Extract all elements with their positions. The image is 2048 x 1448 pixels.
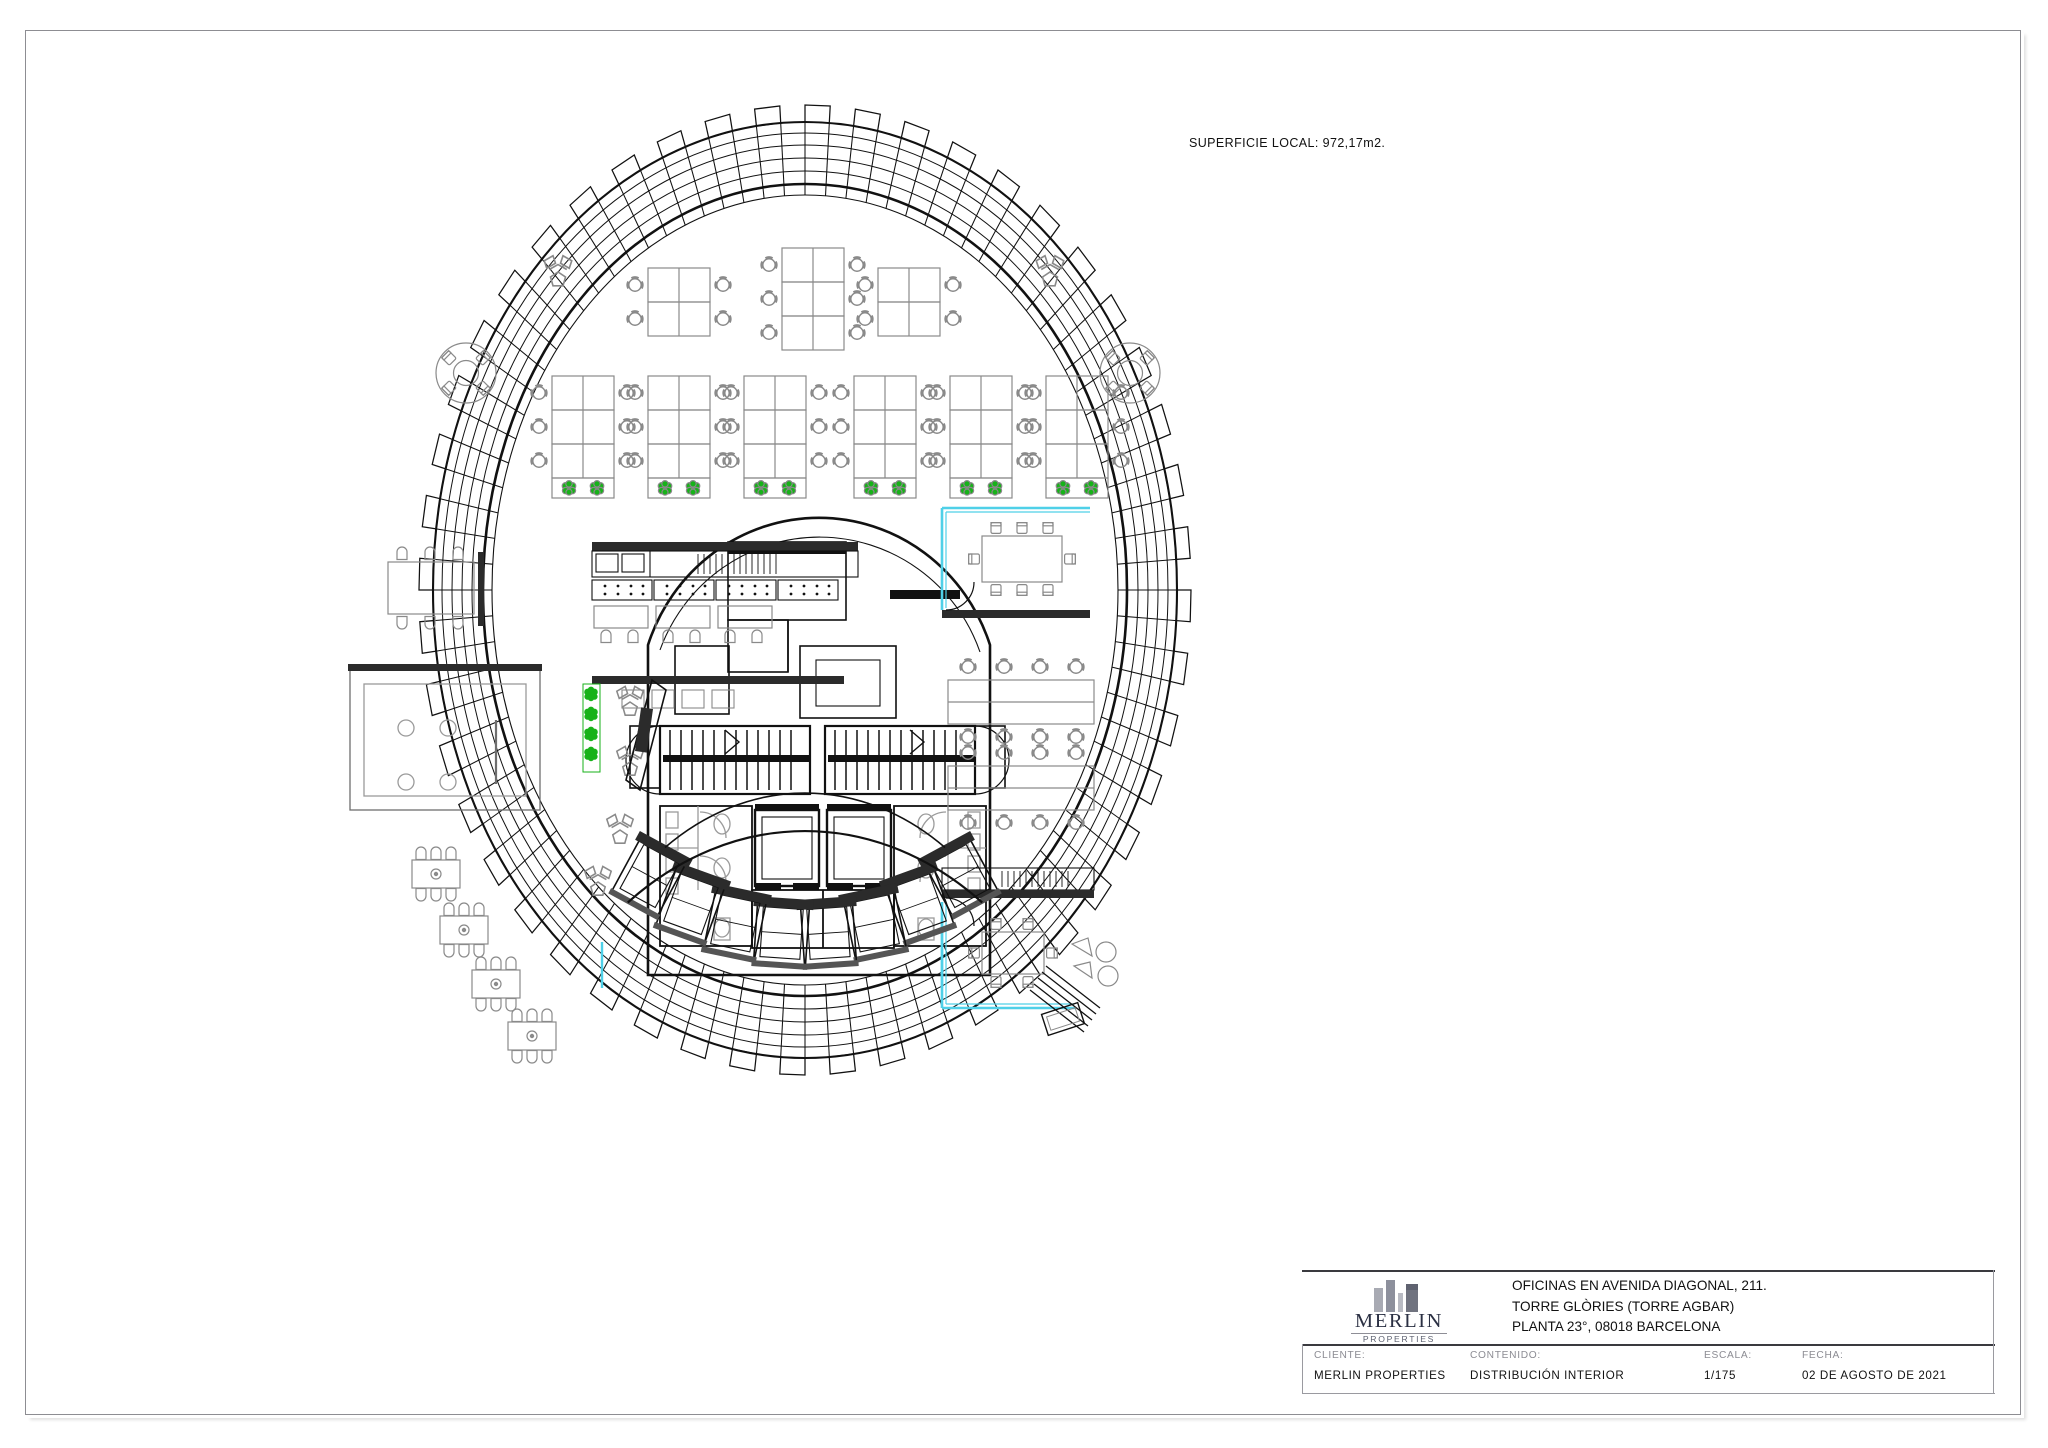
bench-desk-row xyxy=(947,744,1095,831)
auditorium-seat-bay xyxy=(838,882,910,964)
project-line-1: OFICINAS EN AVENIDA DIAGONAL, 211. xyxy=(1512,1278,1767,1293)
logo-wordmark: MERLIN xyxy=(1354,1310,1444,1332)
reception-desk-se xyxy=(1040,1001,1086,1037)
facade-radial-mullions xyxy=(433,122,1177,1058)
field-cliente-label: CLIENTE: xyxy=(1314,1350,1366,1361)
sheet-border-frame xyxy=(25,30,2021,1415)
field-cliente: CLIENTE: MERLIN PROPERTIES xyxy=(1314,1350,1446,1382)
desk-bench-cluster xyxy=(832,375,938,499)
auditorium-seat-bay xyxy=(878,861,958,947)
title-block-top-rule xyxy=(1302,1270,1995,1273)
project-line-2: TORRE GLÒRIES (TORRE AGBAR) xyxy=(1512,1298,1735,1314)
field-escala: ESCALA: 1/175 xyxy=(1704,1350,1752,1382)
field-contenido: CONTENIDO: DISTRIBUCIÓN INTERIOR xyxy=(1470,1350,1624,1382)
desk-bench-cluster xyxy=(722,375,828,499)
title-block-right-rule xyxy=(1993,1270,1995,1393)
title-block-left-rule xyxy=(1302,1344,1304,1393)
field-contenido-value: DISTRIBUCIÓN INTERIOR xyxy=(1470,1369,1625,1382)
board-table-west xyxy=(387,546,484,630)
desk-bench-cluster xyxy=(626,267,732,337)
lounge-west xyxy=(348,664,542,811)
desk-bench-cluster xyxy=(1024,375,1130,499)
dining-tables-west xyxy=(411,846,557,1064)
storage-unit-east xyxy=(941,867,1095,898)
elevator-bank xyxy=(753,804,893,890)
merlin-building-bars-icon xyxy=(1374,1280,1418,1312)
dining-table xyxy=(471,956,521,1012)
pouf-cluster-se xyxy=(1070,937,1119,987)
desk-bench-cluster xyxy=(856,267,962,337)
ramp-hatch-se xyxy=(1029,965,1101,1033)
tripod-lounge-seat-w3 xyxy=(606,813,634,844)
field-escala-value: 1/175 xyxy=(1704,1369,1737,1382)
auditorium-seat-bay xyxy=(652,861,732,947)
desk-bench-cluster xyxy=(530,375,636,499)
kitchen-cafeteria xyxy=(591,542,859,709)
meeting-room-ne xyxy=(940,506,1090,618)
field-escala-label: ESCALA: xyxy=(1704,1350,1752,1361)
tripod-lounge-seat-w1 xyxy=(616,685,644,716)
field-fecha-value: 02 DE AGOSTO DE 2021 xyxy=(1802,1369,1947,1382)
field-contenido-label: CONTENIDO: xyxy=(1470,1350,1541,1361)
logo-subtitle: PROPERTIES xyxy=(1362,1334,1436,1344)
field-fecha: FECHA: 02 DE AGOSTO DE 2021 xyxy=(1802,1350,1947,1382)
open-office-east-benches xyxy=(947,658,1095,831)
bench-desk-row xyxy=(947,658,1095,745)
stairwell-east xyxy=(823,724,1010,796)
desk-bench-cluster xyxy=(760,247,866,351)
dining-table xyxy=(439,902,489,958)
title-block-mid-rule xyxy=(1302,1344,1995,1347)
project-line-3: PLANTA 23°, 08018 BARCELONA xyxy=(1512,1319,1721,1334)
field-fecha-label: FECHA: xyxy=(1802,1350,1844,1361)
open-office-north-desks xyxy=(530,247,1130,499)
project-description: OFICINAS EN AVENIDA DIAGONAL, 211. TORRE… xyxy=(1512,1276,1982,1338)
auditorium-seat-bay xyxy=(796,896,859,970)
surface-area-note: SUPERFICIE LOCAL: 972,17m2. xyxy=(1189,136,1386,150)
title-block: MERLIN PROPERTIES OFICINAS EN AVENIDA DI… xyxy=(1302,1270,1995,1395)
merlin-properties-logo: MERLIN PROPERTIES xyxy=(1324,1280,1474,1344)
round-meeting-table-east xyxy=(1099,342,1161,404)
logo-divider xyxy=(1351,1333,1447,1334)
desk-bench-cluster xyxy=(626,375,732,499)
auditorium-south xyxy=(608,792,1002,970)
auditorium-seat-bay xyxy=(700,882,772,964)
planter-row-west xyxy=(582,683,601,773)
facade-louvre-panels xyxy=(418,104,1192,1076)
dining-table xyxy=(507,1008,557,1064)
title-block-bottom-rule xyxy=(1302,1393,1995,1395)
field-cliente-value: MERLIN PROPERTIES xyxy=(1314,1369,1446,1382)
service-panel-west xyxy=(625,678,667,792)
auditorium-seat-bay xyxy=(917,830,1002,921)
stairwell-west xyxy=(625,724,812,796)
floor-plan-drawing xyxy=(348,104,1192,1076)
dining-table xyxy=(411,846,461,902)
auditorium-seat-bay xyxy=(608,830,693,921)
desk-bench-cluster xyxy=(928,375,1034,499)
round-meeting-table-west xyxy=(435,342,497,404)
